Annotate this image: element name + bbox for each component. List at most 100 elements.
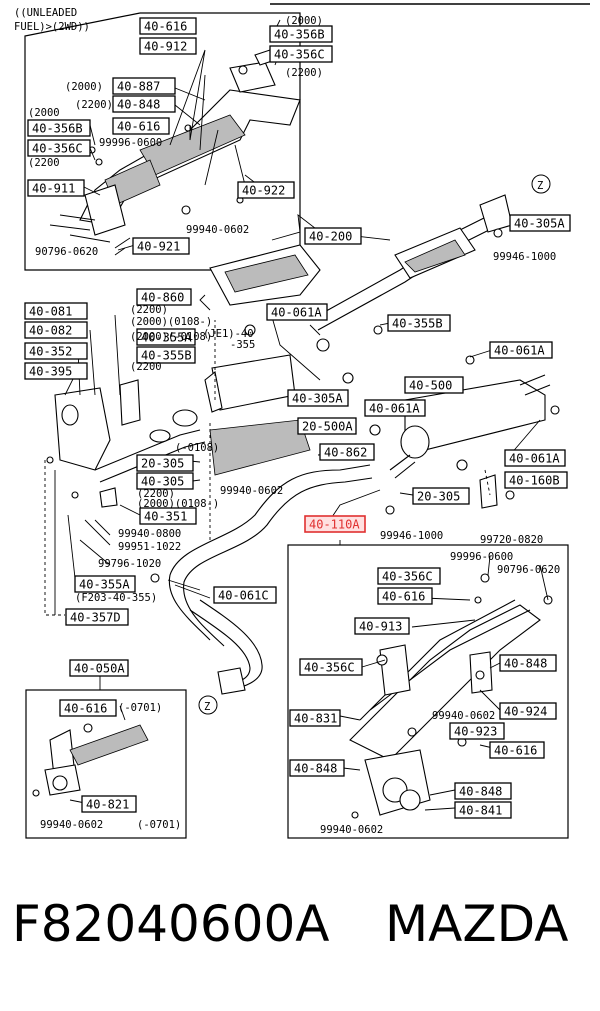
variant-note: (2200 xyxy=(28,157,60,169)
part-label-40-841[interactable]: 40-841 xyxy=(454,801,512,819)
part-label-40-616[interactable]: 40-616 xyxy=(489,741,545,759)
part-label-40-110a[interactable]: 40-110A xyxy=(304,515,366,533)
part-label-text: 40-061A xyxy=(369,402,420,416)
part-label-40-616[interactable]: 40-616 xyxy=(377,587,433,605)
part-label-text: 40-821 xyxy=(86,798,129,812)
part-label-40-912[interactable]: 40-912 xyxy=(139,37,197,55)
part-label-40-921[interactable]: 40-921 xyxy=(132,237,190,255)
part-label-40-082[interactable]: 40-082 xyxy=(24,321,88,339)
variant-note: (2000)(0108-) xyxy=(130,316,212,328)
part-label-40-061a[interactable]: 40-061A xyxy=(266,303,328,321)
part-label-40-911[interactable]: 40-911 xyxy=(27,179,85,197)
variant-note: (2000)(0108-) xyxy=(137,498,219,510)
part-label-text: 40-200 xyxy=(309,230,352,244)
part-label-text: 40-305A xyxy=(514,217,565,231)
part-label-40-355a[interactable]: 40-355A xyxy=(74,575,136,593)
z-marker-top: Z xyxy=(531,174,551,194)
part-label-40-356b[interactable]: 40-356B xyxy=(27,119,91,137)
part-label-text: 40-356C xyxy=(304,661,355,675)
part-label-text: 40-110A xyxy=(309,518,360,532)
header-line-1: ((UNLEADED xyxy=(14,7,77,19)
part-label-40-848[interactable]: 40-848 xyxy=(499,654,557,672)
part-label-40-357d[interactable]: 40-357D xyxy=(65,608,129,626)
part-label-40-862[interactable]: 40-862 xyxy=(319,443,375,461)
part-label-40-305a[interactable]: 40-305A xyxy=(509,214,571,232)
part-label-40-922[interactable]: 40-922 xyxy=(237,181,295,199)
part-label-40-356b[interactable]: 40-356B xyxy=(269,25,333,43)
part-label-40-887[interactable]: 40-887 xyxy=(112,77,176,95)
part-label-text: 40-305A xyxy=(292,392,343,406)
part-label-40-355b[interactable]: 40-355B xyxy=(387,314,451,332)
inset-frame-top-left xyxy=(24,12,301,271)
part-label-40-355b[interactable]: 40-355B xyxy=(136,346,196,364)
part-label-text: 40-061A xyxy=(494,344,545,358)
hardware-part-number: 99940-0800 xyxy=(118,528,181,540)
part-label-text: 40-355B xyxy=(392,317,443,331)
part-label-40-356c[interactable]: 40-356C xyxy=(269,45,333,63)
part-label-text: 40-922 xyxy=(242,184,285,198)
part-label-text: 20-500A xyxy=(302,420,353,434)
part-label-20-305[interactable]: 20-305 xyxy=(136,454,194,472)
variant-note: (2000 xyxy=(28,107,60,119)
variant-note: (2200) xyxy=(130,304,168,316)
hardware-part-number: 99796-1020 xyxy=(98,558,161,570)
part-label-40-061c[interactable]: 40-061C xyxy=(213,586,277,604)
part-label-text: 40-081 xyxy=(29,305,72,319)
part-label-40-200[interactable]: 40-200 xyxy=(304,227,362,245)
variant-note: (2000)(-0108) xyxy=(130,331,212,343)
part-label-40-351[interactable]: 40-351 xyxy=(139,507,197,525)
part-label-text: 40-500 xyxy=(409,379,452,393)
variant-note: (2200) xyxy=(137,488,175,500)
variant-note: (2000) xyxy=(285,15,323,27)
part-label-40-356c[interactable]: 40-356C xyxy=(27,139,91,157)
part-label-40-821[interactable]: 40-821 xyxy=(81,795,137,813)
hardware-part-number: 99940-0602 xyxy=(432,710,495,722)
part-label-40-355a[interactable]: 40-355A xyxy=(136,328,196,346)
part-label-40-305a[interactable]: 40-305A xyxy=(287,389,349,407)
part-label-text: 40-848 xyxy=(117,98,160,112)
part-label-40-616[interactable]: 40-616 xyxy=(139,17,197,35)
catalytic-converter-inset-drawing xyxy=(49,49,301,256)
part-label-40-831[interactable]: 40-831 xyxy=(289,709,341,727)
part-label-40-081[interactable]: 40-081 xyxy=(24,302,88,320)
part-label-40-356c[interactable]: 40-356C xyxy=(299,658,363,676)
part-label-40-616[interactable]: 40-616 xyxy=(59,699,117,717)
part-label-40-848[interactable]: 40-848 xyxy=(289,759,345,777)
part-label-40-913[interactable]: 40-913 xyxy=(354,617,410,635)
part-label-40-352[interactable]: 40-352 xyxy=(24,342,88,360)
part-label-text: 40-616 xyxy=(144,20,187,34)
inset-frame-bottom-left xyxy=(25,689,187,839)
part-label-40-924[interactable]: 40-924 xyxy=(499,702,557,720)
hardware-part-number: 99946-1000 xyxy=(380,530,443,542)
part-label-40-500[interactable]: 40-500 xyxy=(404,376,464,394)
part-label-40-305[interactable]: 40-305 xyxy=(136,472,194,490)
part-label-text: 40-841 xyxy=(459,804,502,818)
part-label-40-848[interactable]: 40-848 xyxy=(112,95,176,113)
variant-note: -355 xyxy=(230,339,255,351)
variant-note: (-0701) xyxy=(118,702,162,714)
part-label-40-160b[interactable]: 40-160B xyxy=(504,471,568,489)
part-label-40-356c[interactable]: 40-356C xyxy=(377,567,441,585)
part-label-text: 40-061A xyxy=(271,306,322,320)
part-label-40-848[interactable]: 40-848 xyxy=(454,782,512,800)
part-label-text: 20-305 xyxy=(141,457,184,471)
variant-note: (2200) xyxy=(285,67,323,79)
part-label-text: 40-616 xyxy=(64,702,107,716)
part-label-text: 40-061A xyxy=(509,452,560,466)
part-label-40-395[interactable]: 40-395 xyxy=(24,362,88,380)
flex-pipe-inset-drawing xyxy=(32,723,149,797)
part-label-40-616[interactable]: 40-616 xyxy=(112,117,170,135)
part-label-40-061a[interactable]: 40-061A xyxy=(364,399,426,417)
part-label-40-061a[interactable]: 40-061A xyxy=(504,449,566,467)
part-label-40-860[interactable]: 40-860 xyxy=(136,288,192,306)
part-label-20-500a[interactable]: 20-500A xyxy=(297,417,357,435)
part-label-text: 40-160B xyxy=(509,474,560,488)
part-label-20-305[interactable]: 20-305 xyxy=(412,487,470,505)
part-label-text: 40-616 xyxy=(494,744,537,758)
hardware-part-number: 99996-0600 xyxy=(99,137,162,149)
part-label-text: 40-355A xyxy=(141,331,192,345)
part-label-40-061a[interactable]: 40-061A xyxy=(489,341,553,359)
part-label-40-923[interactable]: 40-923 xyxy=(449,722,505,740)
part-label-text: 40-355A xyxy=(79,578,130,592)
part-label-40-050a[interactable]: 40-050A xyxy=(69,659,129,677)
